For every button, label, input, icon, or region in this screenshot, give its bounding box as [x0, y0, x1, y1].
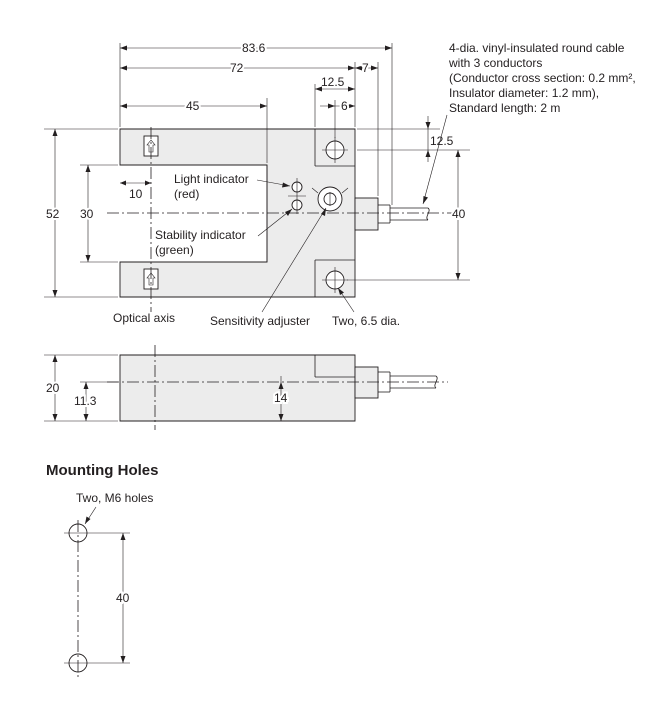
dim-14: 14: [274, 391, 288, 405]
dim-52: 52: [46, 207, 60, 221]
light-indicator-label: Light indicator: [174, 172, 249, 186]
side-view: 20 11.3 14: [44, 345, 448, 430]
cable-note-line5: Standard length: 2 m: [449, 101, 560, 115]
dim-10: 10: [129, 187, 143, 201]
dim-6: 6: [341, 99, 348, 113]
top-view: [107, 127, 455, 312]
dim-12-5-v: 12.5: [430, 134, 454, 148]
cable-connector: [354, 197, 379, 231]
mounting-holes-title: Mounting Holes: [46, 462, 159, 479]
m6-holes-label: Two, M6 holes: [76, 491, 153, 505]
mount-holes-label: Two, 6.5 dia.: [332, 314, 400, 328]
dim-83-6: 83.6: [242, 41, 266, 55]
dim-mount-40: 40: [116, 591, 130, 605]
dim-72: 72: [230, 61, 244, 75]
cable-note-line3: (Conductor cross section: 0.2 mm²,: [449, 71, 636, 85]
sensor-body-top: [119, 128, 356, 298]
dim-40: 40: [452, 207, 466, 221]
cable-note-line4: Insulator diameter: 1.2 mm),: [449, 86, 599, 100]
dim-11-3: 11.3: [74, 394, 97, 408]
light-indicator-color: (red): [174, 187, 199, 201]
mounting-holes-view: Mounting Holes Two, M6 holes 40: [46, 462, 159, 677]
sensitivity-adjuster-knob: [311, 186, 349, 212]
stability-indicator-color: (green): [155, 243, 194, 257]
dim-45: 45: [186, 99, 200, 113]
sensitivity-adjuster-label: Sensitivity adjuster: [210, 314, 310, 328]
dim-7: 7: [362, 61, 369, 75]
cable-note-line1: 4-dia. vinyl-insulated round cable: [449, 41, 625, 55]
stability-indicator-label: Stability indicator: [155, 228, 246, 242]
dim-20: 20: [46, 381, 60, 395]
sensor-body-side: [119, 354, 356, 422]
dim-30: 30: [80, 207, 94, 221]
callouts: 4-dia. vinyl-insulated round cable with …: [113, 41, 636, 328]
optical-axis-label: Optical axis: [113, 311, 175, 325]
side-connector: [354, 366, 379, 399]
dim-12-5-h: 12.5: [321, 75, 345, 89]
cable-note-line2: with 3 conductors: [448, 56, 542, 70]
top-dimensions: 83.6 72 7 12.5 6 45 10 52: [44, 39, 470, 298]
